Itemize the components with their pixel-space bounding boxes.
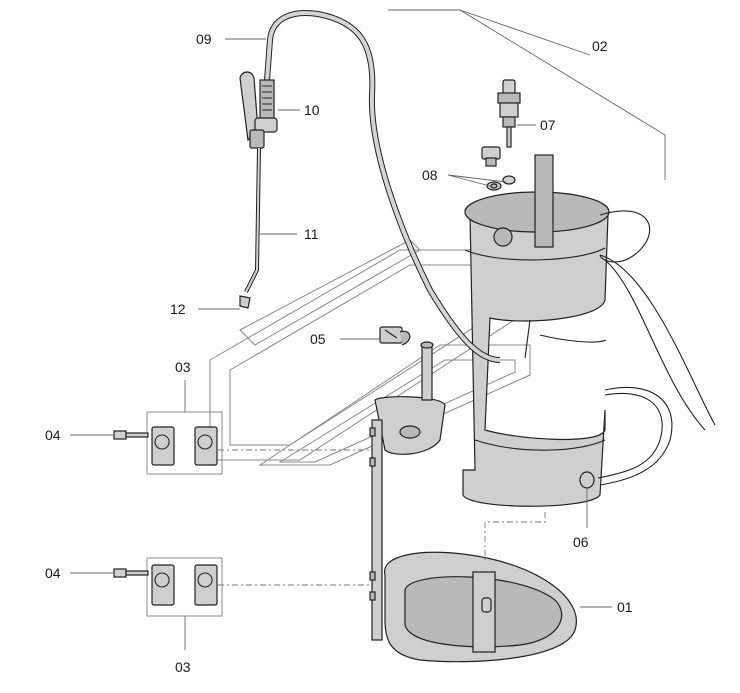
handle-10 bbox=[239, 71, 278, 149]
tank-body bbox=[462, 154, 610, 507]
label-03-lower: 03 bbox=[175, 659, 191, 675]
label-10: 10 bbox=[304, 102, 320, 118]
hose-09 bbox=[264, 10, 501, 363]
leader-lines bbox=[70, 9, 666, 650]
label-11: 11 bbox=[304, 226, 319, 242]
label-09: 09 bbox=[196, 31, 212, 47]
valve-07 bbox=[497, 79, 521, 185]
strap bbox=[524, 210, 716, 486]
plug-06 bbox=[579, 471, 595, 489]
part-labels: 09 02 10 07 08 11 12 05 03 04 06 04 01 0… bbox=[45, 31, 633, 675]
clamp-block-lower bbox=[146, 557, 223, 617]
screw-lower bbox=[113, 568, 149, 578]
screw-upper bbox=[113, 430, 149, 440]
base-tray bbox=[384, 512, 577, 663]
clamp-block-upper bbox=[146, 411, 223, 475]
label-01: 01 bbox=[617, 599, 633, 615]
label-04-upper: 04 bbox=[45, 427, 61, 443]
label-08: 08 bbox=[422, 167, 438, 183]
label-03-upper: 03 bbox=[175, 359, 191, 375]
label-06: 06 bbox=[573, 534, 589, 550]
nozzle-12 bbox=[239, 295, 251, 309]
label-12: 12 bbox=[170, 301, 186, 317]
label-07: 07 bbox=[540, 117, 556, 133]
lance-11 bbox=[244, 147, 261, 293]
mounting-bracket bbox=[218, 396, 446, 641]
pin-rod bbox=[420, 341, 434, 401]
label-02: 02 bbox=[592, 38, 608, 54]
seals-08 bbox=[481, 146, 502, 191]
cap-05 bbox=[379, 326, 411, 346]
label-04-lower: 04 bbox=[45, 565, 61, 581]
label-05: 05 bbox=[310, 331, 326, 347]
